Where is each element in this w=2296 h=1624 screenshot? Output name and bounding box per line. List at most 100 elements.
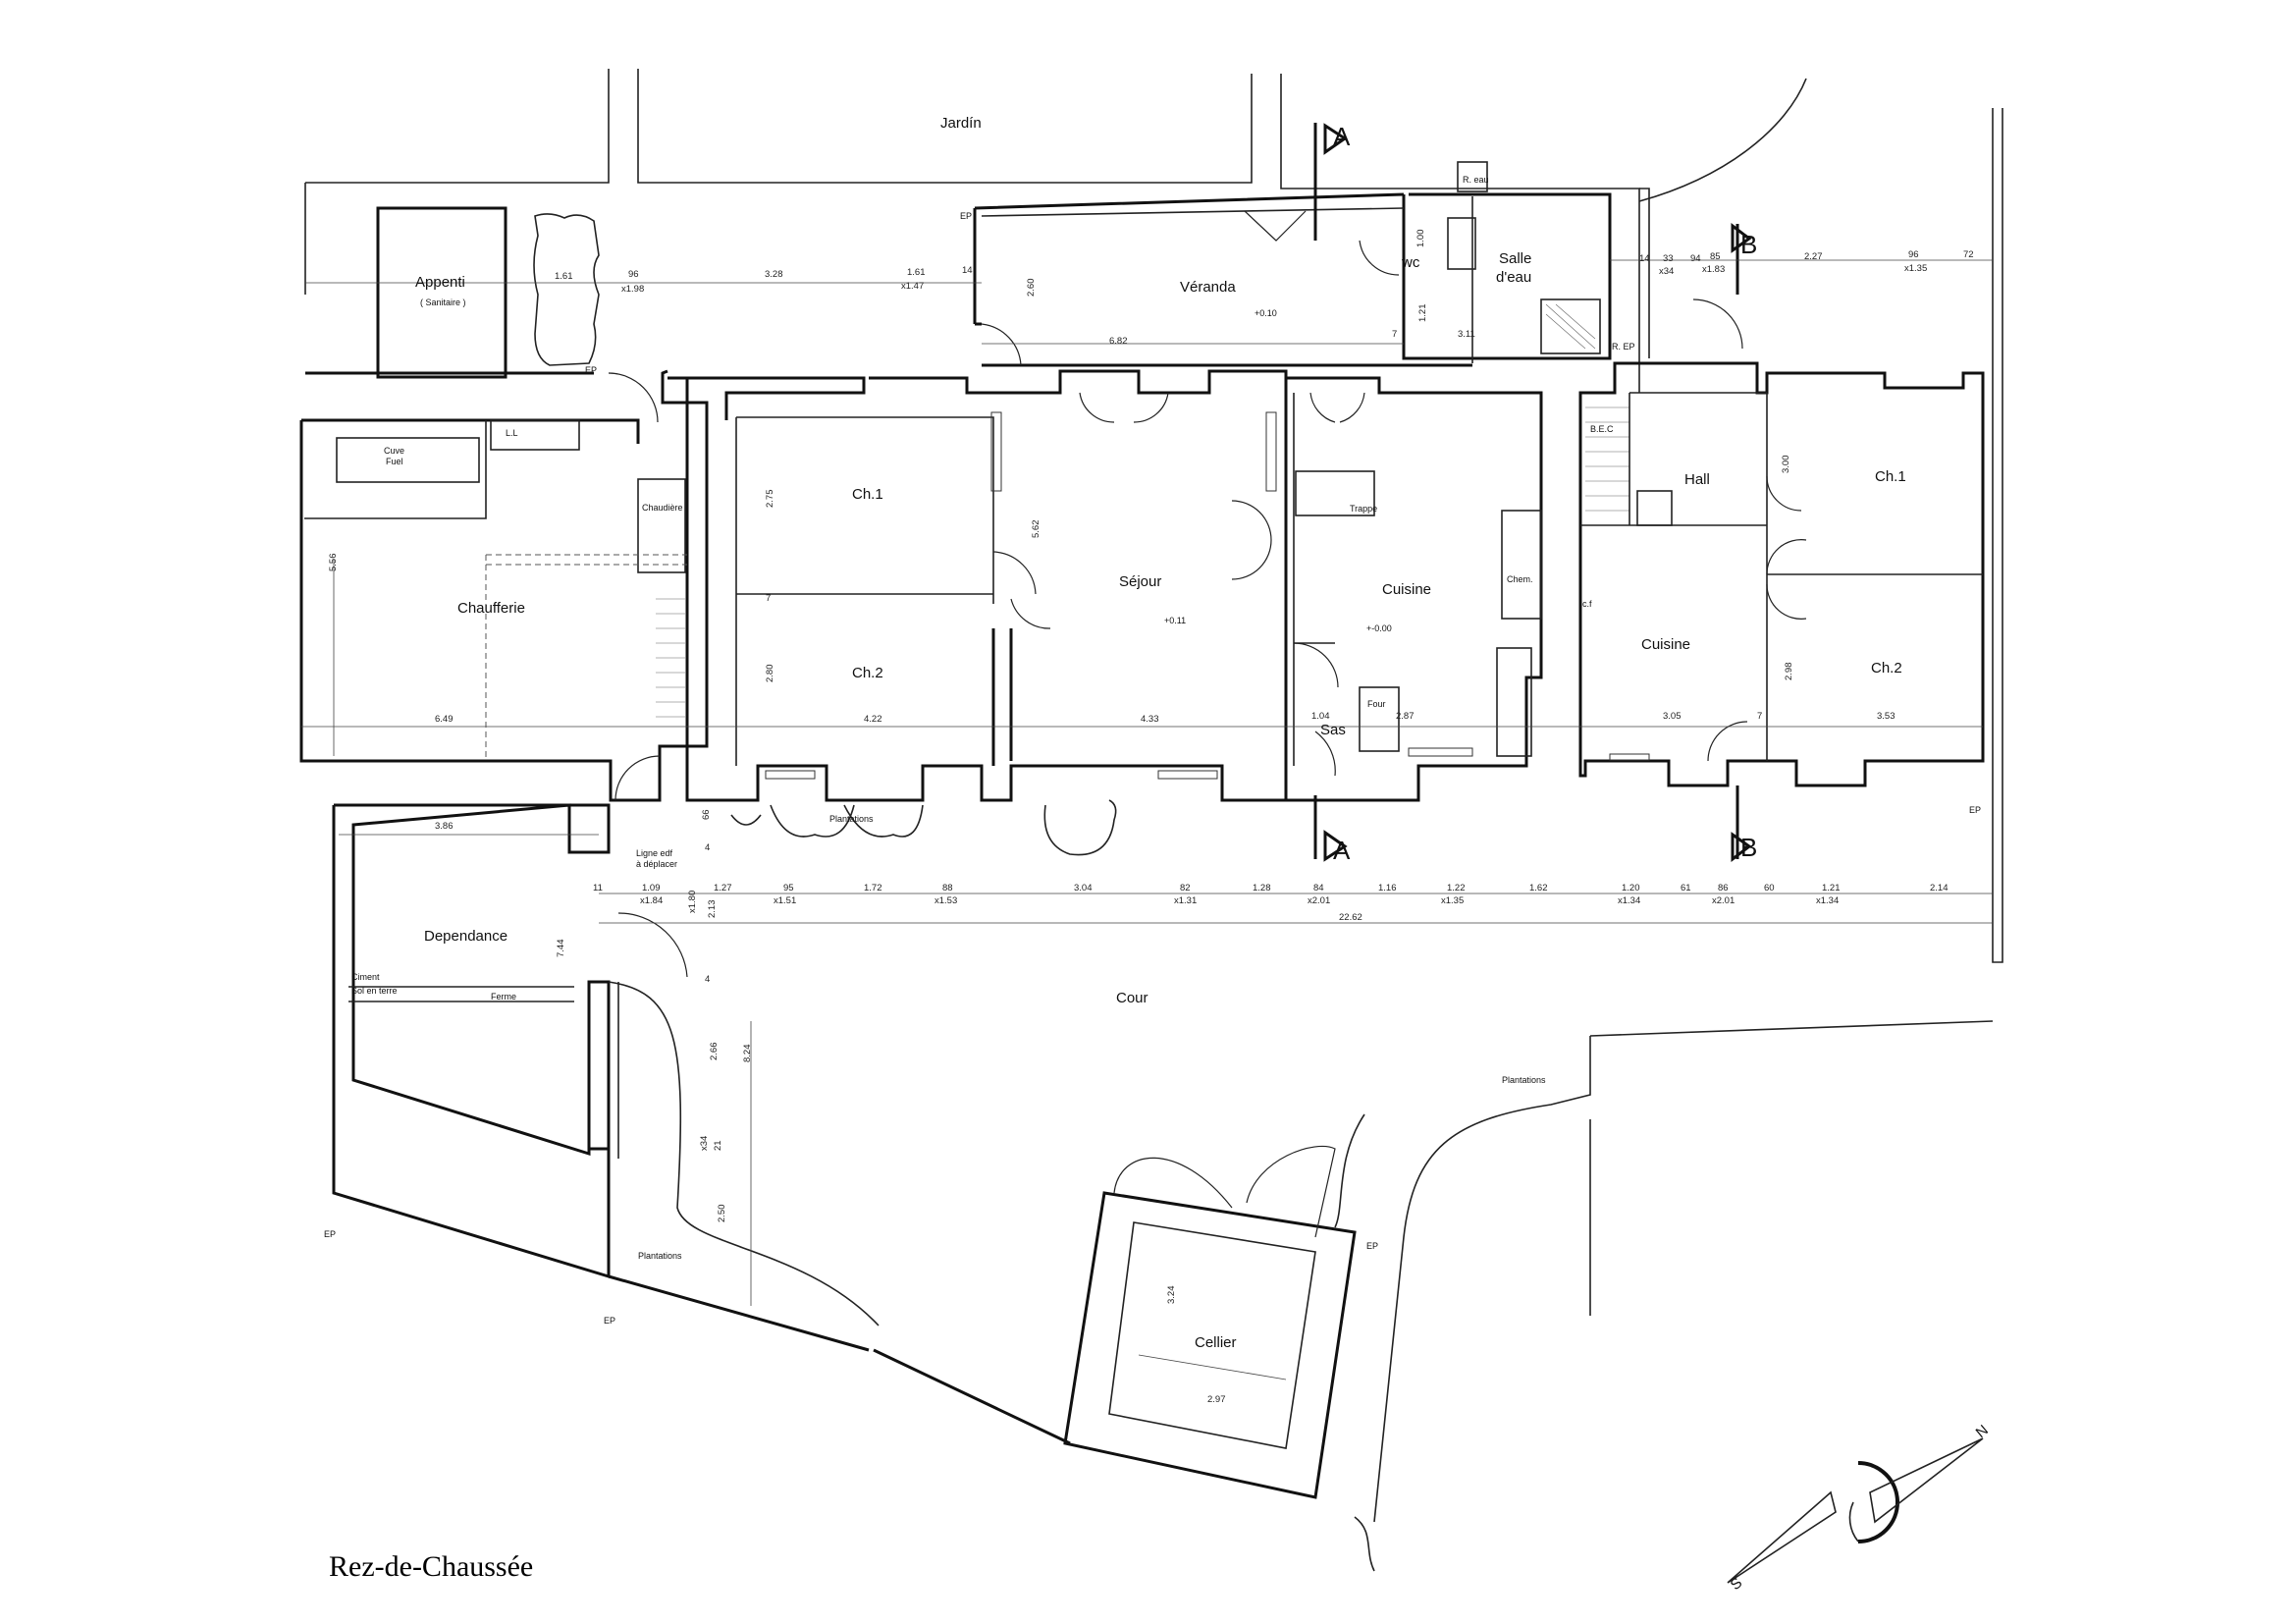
right-block xyxy=(1578,298,1985,787)
cellier xyxy=(1063,1145,1357,1499)
label-trappe: Trappe xyxy=(1350,504,1377,514)
label-salle-eau-2: d'eau xyxy=(1496,269,1531,286)
label-cuisine-left: Cuisine xyxy=(1382,581,1431,598)
compass-north: N xyxy=(1973,1422,1992,1441)
dimension-label: 4.33 xyxy=(1141,714,1159,725)
label-ep-3: EP xyxy=(1969,805,1981,815)
label-ch1-left: Ch.1 xyxy=(852,486,883,503)
dimension-label: x1.31 xyxy=(1174,895,1197,906)
dimension-label: 4.22 xyxy=(864,714,882,725)
dimension-label: 2.97 xyxy=(1207,1394,1226,1405)
section-b-top: B xyxy=(1740,230,1757,259)
dimension-label: 22.62 xyxy=(1339,912,1362,923)
dimension-label: x1.35 xyxy=(1904,263,1927,274)
dimension-label: 21 xyxy=(713,1140,723,1151)
dimension-label: 7 xyxy=(766,593,771,604)
label-ep-4: EP xyxy=(324,1229,336,1239)
plan-title: Rez-de-Chaussée xyxy=(329,1550,533,1583)
veranda xyxy=(973,161,1612,367)
dimension-label: 1.61 xyxy=(555,271,573,282)
label-wc: wc xyxy=(1401,254,1420,271)
dimension-label: x34 xyxy=(699,1136,710,1151)
label-ep-6: EP xyxy=(1366,1241,1378,1251)
label-hall: Hall xyxy=(1684,471,1710,488)
label-ch2-right: Ch.2 xyxy=(1871,660,1902,677)
labels: Jardín Appenti ( Sanitaire ) Véranda +0.… xyxy=(324,115,1992,1594)
dimension-label: 61 xyxy=(1681,883,1691,893)
dimension-label: 1.72 xyxy=(864,883,882,893)
dimension-lines xyxy=(301,259,1993,1380)
dimension-label: 95 xyxy=(783,883,794,893)
label-ep-2: EP xyxy=(585,365,597,375)
dimension-label: 1.09 xyxy=(642,883,661,893)
dimension-label: x1.51 xyxy=(774,895,796,906)
label-ch2-left: Ch.2 xyxy=(852,665,883,681)
label-chem: Chem. xyxy=(1507,574,1533,584)
level-veranda: +0.10 xyxy=(1255,308,1277,318)
dimension-label: x1.80 xyxy=(687,891,698,913)
section-a-top: A xyxy=(1333,122,1351,151)
label-sas: Sas xyxy=(1320,722,1346,738)
label-ciment: Ciment xyxy=(351,972,380,982)
label-cellier: Cellier xyxy=(1195,1334,1237,1351)
dimension-label: 66 xyxy=(701,809,712,820)
dimension-label: 4 xyxy=(705,842,710,853)
label-ch1-right: Ch.1 xyxy=(1875,468,1906,485)
label-ligne-edf-2: à déplacer xyxy=(636,859,677,869)
dimension-label: 96 xyxy=(628,269,639,280)
label-four: Four xyxy=(1367,699,1386,709)
label-cuisine-right: Cuisine xyxy=(1641,636,1690,653)
label-ligne-edf-1: Ligne edf xyxy=(636,848,673,858)
label-dependance: Dependance xyxy=(424,928,507,945)
dimension-label: x1.35 xyxy=(1441,895,1464,906)
label-ep-1: EP xyxy=(960,211,972,221)
section-b-bottom: B xyxy=(1740,833,1757,862)
dimension-label: x1.84 xyxy=(640,895,663,906)
dimension-label: 1.62 xyxy=(1529,883,1548,893)
label-r-eau: R. eau xyxy=(1463,175,1489,185)
dimension-label: 3.04 xyxy=(1074,883,1093,893)
label-bec: B.E.C xyxy=(1590,424,1614,434)
label-plantations-1: Plantations xyxy=(829,814,874,824)
label-appenti: Appenti xyxy=(415,274,465,291)
label-veranda: Véranda xyxy=(1180,279,1236,296)
dimension-label: x1.34 xyxy=(1618,895,1640,906)
compass-icon xyxy=(1727,1437,1984,1584)
label-plantations-2: Plantations xyxy=(1502,1075,1546,1085)
label-appenti-sub: ( Sanitaire ) xyxy=(420,298,466,307)
dimension-label: 88 xyxy=(942,883,953,893)
dimension-label: x1.83 xyxy=(1702,264,1725,275)
dimension-label: 2.98 xyxy=(1784,663,1794,681)
dependance xyxy=(332,803,688,1279)
label-sol-terre: Sol en terre xyxy=(351,986,398,996)
dimension-label: 3.05 xyxy=(1663,711,1682,722)
dimension-label: 3.53 xyxy=(1877,711,1896,722)
section-marks xyxy=(1313,123,1752,863)
dimension-label: 1.27 xyxy=(714,883,732,893)
dimension-label: x1.34 xyxy=(1816,895,1839,906)
dimension-label: 33 xyxy=(1663,253,1674,264)
appenti xyxy=(305,206,600,379)
dimension-label: 1.00 xyxy=(1415,230,1426,248)
dimension-label: x1.98 xyxy=(621,284,644,295)
label-chaufferie: Chaufferie xyxy=(457,600,525,617)
label-salle-eau-1: Salle xyxy=(1499,250,1531,267)
dimension-label: 6.82 xyxy=(1109,336,1128,347)
cuisine-left-block xyxy=(1286,376,1543,802)
dimension-label: 60 xyxy=(1764,883,1775,893)
label-ferme: Ferme xyxy=(491,992,516,1001)
dimension-label: 1.21 xyxy=(1417,304,1428,323)
label-cour: Cour xyxy=(1116,990,1148,1006)
dimension-label: 2.87 xyxy=(1396,711,1415,722)
dimension-label: 1.04 xyxy=(1311,711,1330,722)
dimension-label: 85 xyxy=(1710,251,1721,262)
dimension-label: 3.86 xyxy=(435,821,454,832)
dimension-label: x2.01 xyxy=(1712,895,1735,906)
dimension-label: 2.75 xyxy=(765,490,775,509)
section-a-bottom: A xyxy=(1333,836,1351,865)
dimension-label: x2.01 xyxy=(1308,895,1330,906)
compass-south: S xyxy=(1728,1575,1746,1594)
dimension-label: 94 xyxy=(1690,253,1701,264)
level-cuisine: +-0.00 xyxy=(1366,623,1392,633)
